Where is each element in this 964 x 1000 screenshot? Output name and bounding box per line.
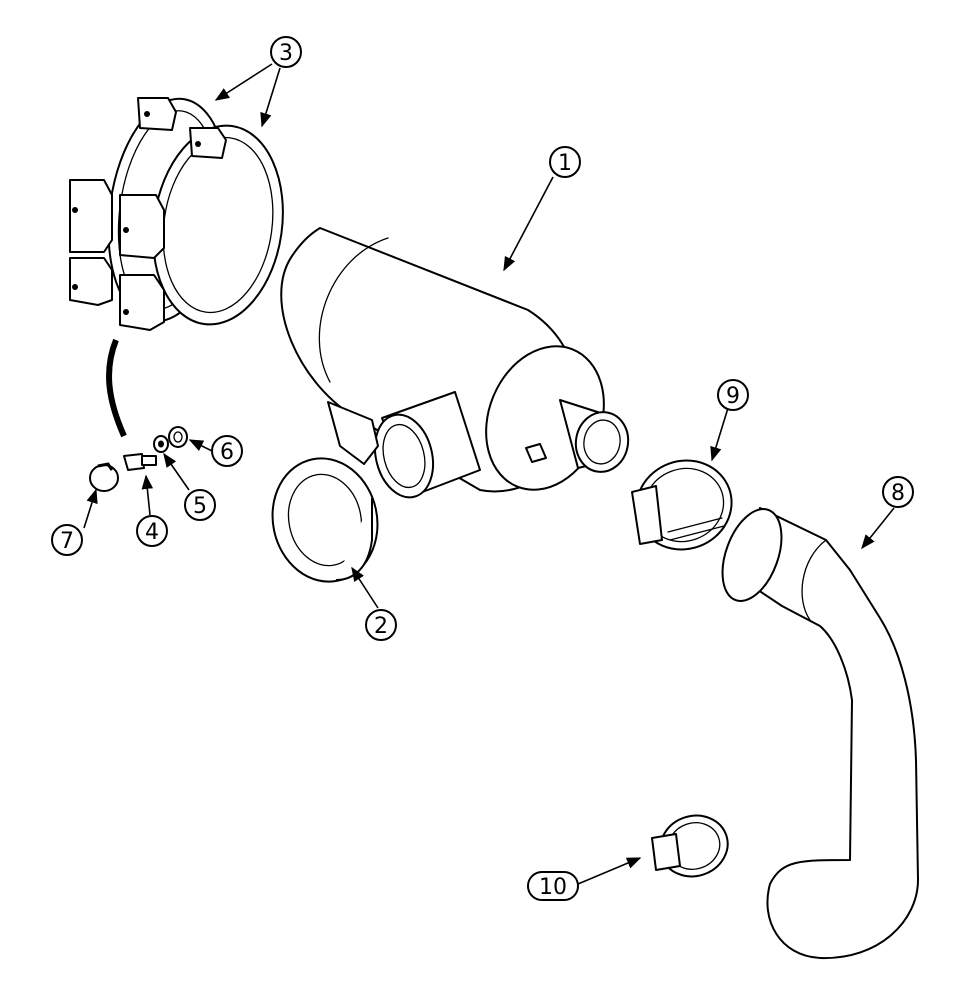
callout-9: 9 [717, 379, 749, 411]
air-cleaner-body [280, 227, 630, 499]
svg-text:8: 8 [891, 481, 905, 506]
nut [168, 426, 188, 448]
callout-3: 3 [270, 36, 302, 68]
callout-7: 7 [51, 524, 83, 556]
callout-5: 5 [184, 489, 216, 521]
bolt [123, 453, 157, 471]
hose-clamp-upper [631, 459, 733, 551]
cap [89, 462, 119, 492]
svg-text:9: 9 [726, 384, 740, 409]
svg-text:3: 3 [279, 41, 293, 66]
callout-10: 10 [527, 871, 579, 901]
svg-text:2: 2 [374, 614, 388, 639]
svg-text:10: 10 [539, 875, 567, 900]
svg-text:4: 4 [145, 520, 159, 545]
hose [721, 507, 919, 960]
callout-4: 4 [136, 515, 168, 547]
hose-clamp-lower [651, 814, 729, 878]
svg-text:6: 6 [220, 440, 234, 465]
lock-washer [153, 435, 169, 453]
svg-text:5: 5 [193, 494, 207, 519]
callout-2: 2 [365, 609, 397, 641]
leader-lines [83, 63, 895, 885]
callout-1: 1 [549, 146, 581, 178]
svg-text:1: 1 [558, 151, 572, 176]
sleeve [271, 457, 379, 583]
mounting-band-front [119, 124, 284, 331]
svg-text:7: 7 [60, 529, 74, 554]
callout-8: 8 [882, 476, 914, 508]
assembly-arrow [106, 338, 127, 438]
callout-6: 6 [211, 435, 243, 467]
